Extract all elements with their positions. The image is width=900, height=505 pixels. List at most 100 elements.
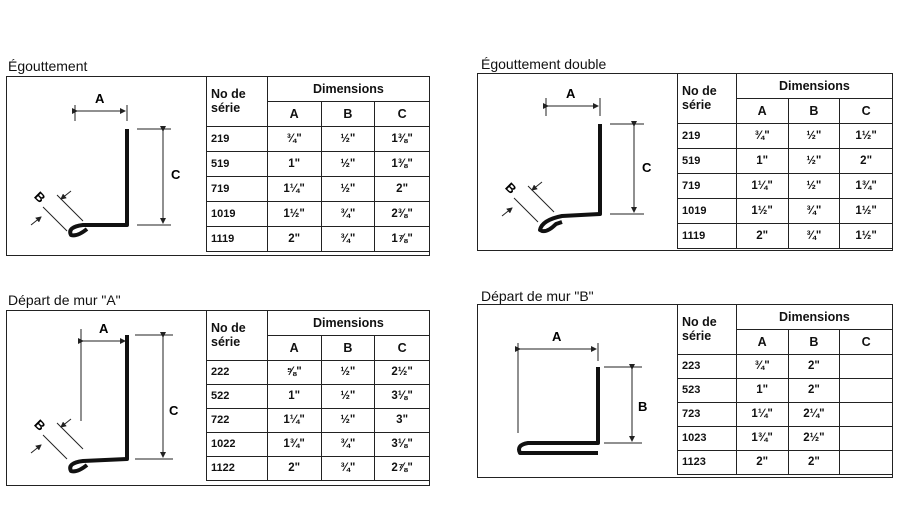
- header-col-b: B: [320, 100, 376, 127]
- header-col-c: C: [839, 97, 893, 124]
- dimension-cell-a: 1": [266, 150, 322, 177]
- dimension-cell-c: 2⅞": [374, 455, 430, 481]
- dimension-cell-c: [839, 401, 893, 427]
- dimension-cell-a: 1": [735, 147, 789, 174]
- label-c: C: [169, 403, 179, 418]
- profile-diagram: A B: [515, 329, 647, 455]
- serial-number-cell: 1022: [206, 431, 268, 457]
- dimension-cell-a: 1¾": [735, 425, 789, 451]
- dimension-cell-b: ¾": [320, 455, 376, 481]
- serial-number-cell: 1019: [206, 200, 268, 227]
- serial-number-cell: 719: [677, 172, 737, 199]
- dimension-cell-b: ½": [320, 359, 376, 385]
- section-title: Égouttement double: [481, 56, 607, 72]
- serial-number-cell: 219: [677, 122, 737, 149]
- dimension-cell-c: 2⅜": [374, 200, 430, 227]
- dimension-cell-a: 1¼": [266, 175, 322, 202]
- label-b: B: [31, 417, 48, 434]
- header-col-a: A: [266, 100, 322, 127]
- dimension-cell-b: ½": [320, 150, 376, 177]
- header-serie: No de série: [206, 309, 268, 361]
- serial-number-cell: 1023: [677, 425, 737, 451]
- dimension-cell-c: 1½": [839, 222, 893, 249]
- dimension-cell-b: ¾": [787, 197, 841, 224]
- profile-diagram: A C B: [30, 91, 181, 238]
- dimension-cell-b: 2": [787, 377, 841, 403]
- dimension-cell-c: 1½": [839, 197, 893, 224]
- serial-number-cell: 723: [677, 401, 737, 427]
- dimension-cell-b: ¾": [320, 200, 376, 227]
- dimension-cell-c: 1⅞": [374, 225, 430, 252]
- dimension-cell-a: 2": [735, 222, 789, 249]
- dimension-cell-c: [839, 377, 893, 403]
- dimension-cell-b: 2½": [787, 425, 841, 451]
- dimension-cell-c: 2½": [374, 359, 430, 385]
- dimension-cell-a: 1¼": [735, 172, 789, 199]
- dimension-cell-b: ½": [787, 122, 841, 149]
- profile-diagram: A C B: [30, 321, 179, 474]
- dimension-cell-b: 2¼": [787, 401, 841, 427]
- label-c: C: [642, 160, 652, 175]
- header-col-a: A: [266, 334, 322, 361]
- dimension-cell-c: 2": [839, 147, 893, 174]
- dimension-cell-b: 2": [787, 449, 841, 475]
- serial-number-cell: 719: [206, 175, 268, 202]
- dimension-cell-a: 1¼": [735, 401, 789, 427]
- dimension-cell-a: 2": [735, 449, 789, 475]
- label-b: B: [638, 399, 647, 414]
- header-serie: No de série: [677, 72, 737, 124]
- serial-number-cell: 519: [206, 150, 268, 177]
- section-title: Départ de mur "A": [8, 292, 121, 308]
- dimension-cell-a: 1¾": [266, 431, 322, 457]
- header-col-b: B: [787, 97, 841, 124]
- profile-shape: [68, 129, 129, 238]
- header-col-b: B: [787, 328, 841, 355]
- serial-number-cell: 1119: [677, 222, 737, 249]
- dimension-cell-c: 1¾": [839, 172, 893, 199]
- header-dimensions: Dimensions: [266, 309, 431, 336]
- header-dimensions: Dimensions: [266, 75, 431, 102]
- serial-number-cell: 523: [677, 377, 737, 403]
- dimension-cell-c: [839, 449, 893, 475]
- dimension-cell-a: ¾": [266, 125, 322, 152]
- dimension-cell-c: 2": [374, 175, 430, 202]
- label-c: C: [171, 167, 181, 182]
- dimension-cell-c: 3⅛": [374, 383, 430, 409]
- header-col-a: A: [735, 97, 789, 124]
- dimension-cell-a: 1½": [735, 197, 789, 224]
- dimension-cell-a: 1": [735, 377, 789, 403]
- dimension-cell-b: ¾": [320, 225, 376, 252]
- serial-number-cell: 722: [206, 407, 268, 433]
- dimension-cell-a: 1½": [266, 200, 322, 227]
- dimension-cell-a: ⅝": [266, 359, 322, 385]
- dimension-cell-b: ½": [787, 147, 841, 174]
- profile-shape: [538, 124, 602, 234]
- label-a: A: [95, 91, 105, 106]
- label-b: B: [31, 189, 48, 206]
- serial-number-cell: 1119: [206, 225, 268, 252]
- serial-number-cell: 1019: [677, 197, 737, 224]
- section-title: Égouttement: [8, 58, 88, 74]
- dimension-cell-c: 3⅛": [374, 431, 430, 457]
- dimension-cell-b: ½": [320, 407, 376, 433]
- profile-shape: [68, 335, 129, 474]
